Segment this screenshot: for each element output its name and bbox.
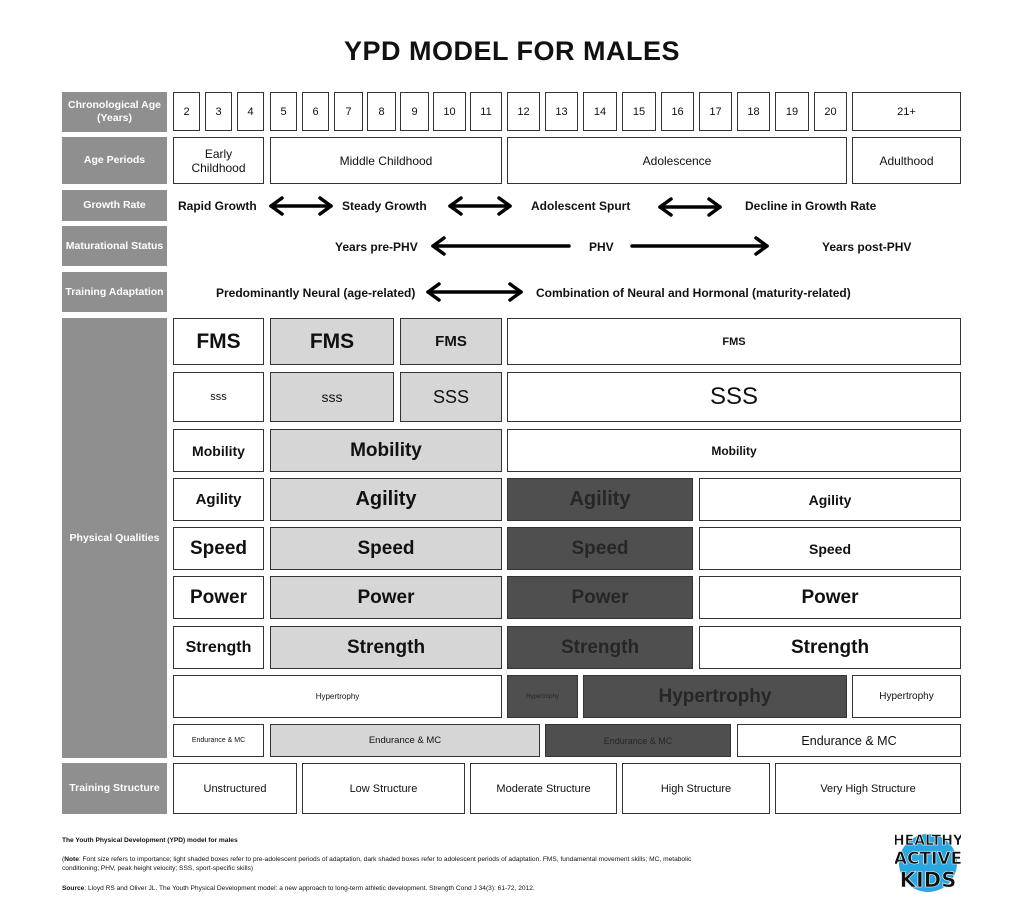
strength-late: Strength [699, 626, 961, 669]
label-training-structure: Training Structure [62, 763, 167, 814]
mobility-late: Mobility [507, 429, 961, 472]
adaptation-neural: Predominantly Neural (age-related) [216, 286, 416, 300]
double-arrow-icon [658, 197, 722, 217]
strength-light: Strength [270, 626, 502, 669]
label-physical-qualities: Physical Qualities [62, 318, 167, 758]
double-arrow-icon [426, 282, 523, 302]
age-cell: 16 [661, 92, 694, 131]
growth-steady: Steady Growth [342, 199, 427, 213]
label-chronological-age: Chronological Age (Years) [62, 92, 167, 132]
status-phv: PHV [589, 240, 614, 254]
growth-rapid: Rapid Growth [178, 199, 257, 213]
hypertrophy-late: Hypertrophy [852, 675, 961, 718]
footer-note: (Note: Font size refers to importance; l… [62, 856, 692, 872]
age-cell: 7 [334, 92, 363, 131]
age-cell: 6 [302, 92, 329, 131]
structure-unstructured: Unstructured [173, 763, 297, 814]
period-early-childhood: Early Childhood [173, 137, 264, 184]
source-text: : Lloyd RS and Oliver JL. The Youth Phys… [84, 885, 535, 892]
power-early: Power [173, 576, 264, 619]
footer-caption: The Youth Physical Development (YPD) mod… [62, 837, 238, 844]
strength-dark: Strength [507, 626, 693, 669]
age-cell: 3 [205, 92, 232, 131]
agility-late: Agility [699, 478, 961, 521]
age-cell: 4 [237, 92, 264, 131]
mobility-light: Mobility [270, 429, 502, 472]
adaptation-neural-hormonal: Combination of Neural and Hormonal (matu… [536, 286, 851, 300]
mobility-early: Mobility [173, 429, 264, 472]
double-arrow-icon [269, 196, 333, 216]
endurance-late: Endurance & MC [737, 724, 961, 757]
healthy-active-kids-logo: HEALTHY ACTIVE KIDS [893, 827, 965, 893]
fms-light-small: FMS [400, 318, 502, 365]
structure-very-high: Very High Structure [775, 763, 961, 814]
age-cell: 17 [699, 92, 732, 131]
footer-source: Source: Lloyd RS and Oliver JL. The Yout… [62, 885, 762, 894]
status-pre-phv: Years pre-PHV [335, 240, 418, 254]
fms-late: FMS [507, 318, 961, 365]
status-post-phv: Years post-PHV [822, 240, 912, 254]
age-cell: 21+ [852, 92, 961, 131]
growth-adolescent-spurt: Adolescent Spurt [531, 199, 631, 213]
sss-light: SSS [400, 372, 502, 422]
label-training-adaptation: Training Adaptation [62, 272, 167, 312]
label-maturational-status: Maturational Status [62, 226, 167, 266]
hypertrophy-dark: Hypertrophy [583, 675, 847, 718]
age-cell: 11 [470, 92, 502, 131]
agility-light: Agility [270, 478, 502, 521]
power-light: Power [270, 576, 502, 619]
age-cell: 15 [622, 92, 656, 131]
age-cell: 19 [775, 92, 809, 131]
sss-light-small: sss [270, 372, 394, 422]
page-title: YPD MODEL FOR MALES [343, 36, 681, 66]
label-growth-rate: Growth Rate [62, 190, 167, 221]
structure-low: Low Structure [302, 763, 465, 814]
strength-early: Strength [173, 626, 264, 669]
age-cell: 5 [270, 92, 297, 131]
age-cell: 9 [400, 92, 429, 131]
age-cell: 14 [583, 92, 617, 131]
note-label: Note [64, 856, 79, 863]
hypertrophy-dark-small: Hypertrophy [507, 675, 578, 718]
left-arrow-icon [431, 236, 571, 256]
growth-decline: Decline in Growth Rate [745, 199, 877, 213]
age-cell: 8 [367, 92, 396, 131]
power-late: Power [699, 576, 961, 619]
sss-early: sss [173, 372, 264, 422]
note-text: : Font size refers to importance; light … [62, 856, 692, 872]
structure-high: High Structure [622, 763, 770, 814]
speed-light: Speed [270, 527, 502, 570]
age-cell: 12 [507, 92, 540, 131]
age-cell: 18 [737, 92, 770, 131]
label-age-periods: Age Periods [62, 137, 167, 184]
logo-line: KIDS [900, 868, 957, 892]
speed-late: Speed [699, 527, 961, 570]
age-cell: 2 [173, 92, 200, 131]
agility-early: Agility [173, 478, 264, 521]
fms-early: FMS [173, 318, 264, 365]
age-cell: 20 [814, 92, 847, 131]
agility-dark: Agility [507, 478, 693, 521]
period-adolescence: Adolescence [507, 137, 847, 184]
age-cell: 10 [433, 92, 466, 131]
speed-early: Speed [173, 527, 264, 570]
sss-late: SSS [507, 372, 961, 422]
double-arrow-icon [448, 196, 512, 216]
logo-line: HEALTHY [895, 833, 961, 849]
structure-moderate: Moderate Structure [470, 763, 617, 814]
hypertrophy-early: Hypertrophy [173, 675, 502, 718]
period-adulthood: Adulthood [852, 137, 961, 184]
period-middle-childhood: Middle Childhood [270, 137, 502, 184]
right-arrow-icon [630, 236, 769, 256]
endurance-early: Endurance & MC [173, 724, 264, 757]
age-cell: 13 [545, 92, 578, 131]
logo-line: ACTIVE [895, 849, 961, 869]
endurance-light: Endurance & MC [270, 724, 540, 757]
power-dark: Power [507, 576, 693, 619]
fms-light-large: FMS [270, 318, 394, 365]
endurance-dark: Endurance & MC [545, 724, 731, 757]
speed-dark: Speed [507, 527, 693, 570]
source-label: Source [62, 885, 85, 892]
